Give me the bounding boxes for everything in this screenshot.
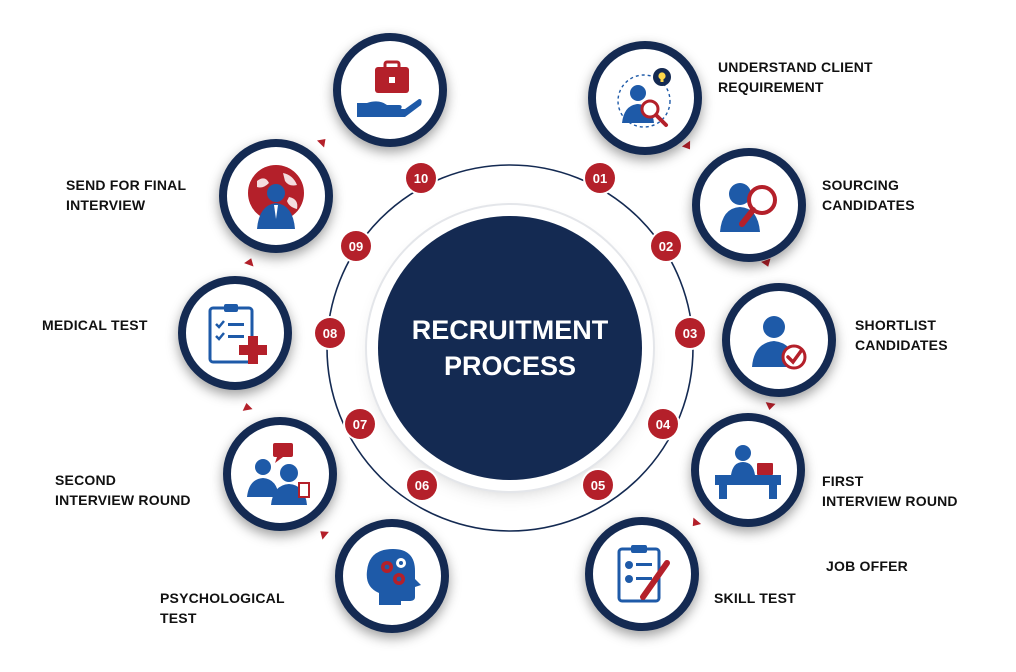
flow-arrow <box>764 402 776 411</box>
medical-clipboard-icon <box>208 304 267 364</box>
step-label-job-offer: JOB OFFER <box>826 558 908 574</box>
step-number-badge: 06 <box>407 470 437 500</box>
hand-briefcase-icon <box>357 60 422 117</box>
step-number-badge: 01 <box>585 163 615 193</box>
step-label-sourcing: SOURCING CANDIDATES <box>822 177 915 213</box>
interview-desk-icon <box>715 445 781 499</box>
step-label-first-interview: FIRST INTERVIEW ROUND <box>822 473 958 509</box>
step-node-medical <box>178 276 292 390</box>
step-label-skill-test: SKILL TEST <box>714 590 796 606</box>
step-number-badge: 08 <box>315 318 345 348</box>
step-number-badge: 05 <box>583 470 613 500</box>
step-node-job-offer <box>333 33 447 147</box>
person-checkmark-icon <box>752 316 807 370</box>
step-label-medical: MEDICAL TEST <box>42 317 148 333</box>
clipboard-pen-icon <box>617 545 670 603</box>
globe-person-icon <box>248 165 304 229</box>
center-title: RECRUITMENT PROCESS <box>378 216 642 480</box>
step-node-understand-client <box>588 41 702 155</box>
step-node-shortlist <box>722 283 836 397</box>
step-number-badge: 03 <box>675 318 705 348</box>
client-requirement-icon <box>617 68 671 128</box>
step-node-psychological <box>335 519 449 633</box>
step-number-badge: 07 <box>345 409 375 439</box>
step-label-psychological: PSYCHOLOGICAL TEST <box>160 590 285 626</box>
center-title-line2: PROCESS <box>443 351 577 381</box>
step-node-first-interview <box>691 413 805 527</box>
step-label-second-interview: SECOND INTERVIEW ROUND <box>55 472 191 508</box>
magnifier-person-icon <box>720 183 777 232</box>
step-label-shortlist: SHORTLIST CANDIDATES <box>855 317 948 353</box>
step-number-badge: 02 <box>651 231 681 261</box>
step-number-badge: 04 <box>648 409 678 439</box>
step-label-final-interview: SEND FOR FINAL INTERVIEW <box>66 177 187 213</box>
center-title-line1: RECRUITMENT <box>411 315 609 345</box>
step-node-sourcing <box>692 148 806 262</box>
step-node-final-interview <box>219 139 333 253</box>
step-number-badge: 10 <box>406 163 436 193</box>
step-number-badge: 09 <box>341 231 371 261</box>
two-people-chat-icon <box>247 443 310 505</box>
step-label-understand-client: UNDERSTAND CLIENT REQUIREMENT <box>718 59 873 95</box>
step-node-second-interview <box>223 417 337 531</box>
step-node-skill-test <box>585 517 699 631</box>
head-gears-icon <box>366 549 421 605</box>
